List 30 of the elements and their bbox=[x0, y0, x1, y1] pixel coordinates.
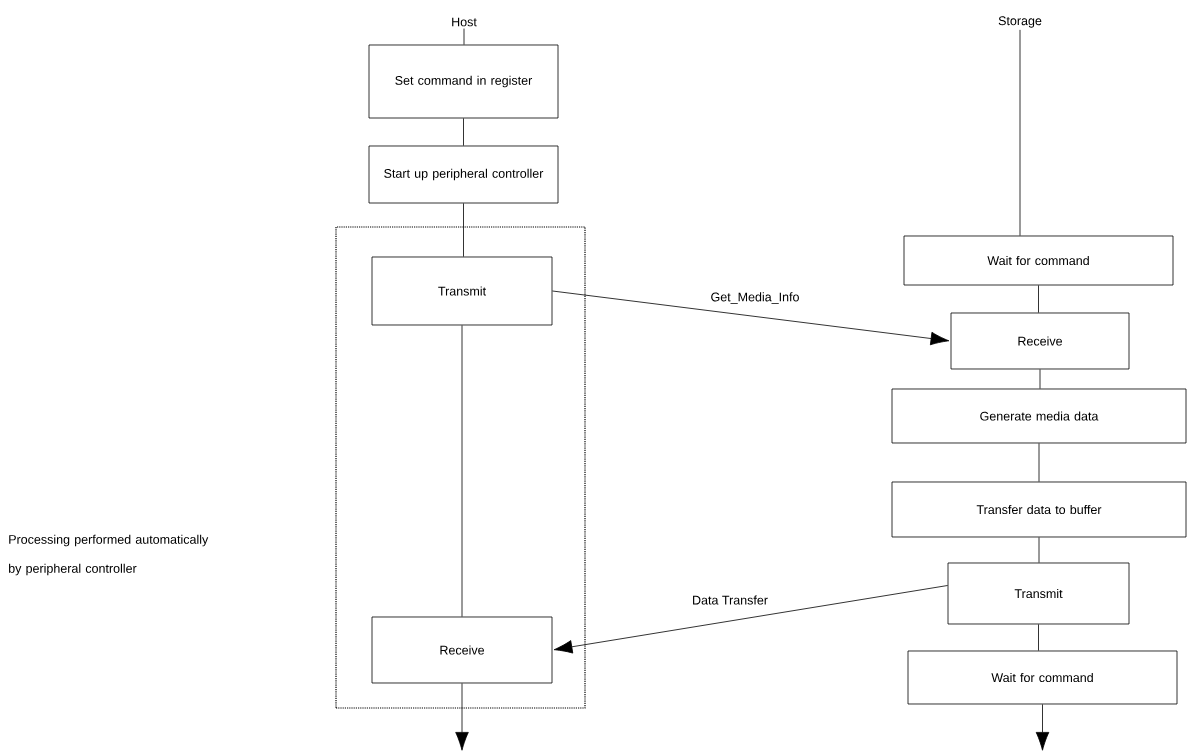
process-box: Set command in register bbox=[368, 44, 559, 119]
connector-line bbox=[1038, 443, 1040, 482]
connector-line bbox=[1019, 29, 1021, 236]
connector-line bbox=[461, 325, 463, 617]
edge-label: Data Transfer bbox=[691, 594, 769, 606]
connector-line bbox=[1038, 285, 1039, 313]
process-box: Transfer data to buffer bbox=[891, 481, 1187, 538]
edge-label: Get_Media_Info bbox=[709, 291, 801, 305]
process-box: Wait for command bbox=[907, 650, 1178, 705]
connector-line bbox=[463, 28, 465, 45]
lane-label: Host bbox=[452, 17, 477, 27]
connector-line bbox=[463, 203, 464, 257]
connector-line bbox=[1038, 624, 1039, 651]
arrow bbox=[455, 683, 469, 751]
connector-line bbox=[463, 118, 464, 146]
dotted-region bbox=[335, 226, 586, 709]
note-text: Processing performed automatically by peripheral controller bbox=[9, 534, 209, 576]
process-box: Transmit bbox=[947, 562, 1130, 625]
process-box: Generate media data bbox=[891, 388, 1187, 444]
arrow bbox=[552, 290, 950, 346]
process-box: Transmit bbox=[371, 256, 553, 326]
connector-line bbox=[1039, 369, 1041, 389]
process-box: Receive bbox=[371, 616, 553, 684]
arrow bbox=[1035, 704, 1050, 751]
lane-label: Storage bbox=[998, 16, 1042, 28]
process-box: Receive bbox=[950, 312, 1130, 370]
process-box: Start up peripheral controller bbox=[368, 145, 559, 204]
arrow bbox=[553, 585, 948, 654]
connector-line bbox=[1038, 537, 1040, 563]
process-box: Wait for command bbox=[903, 235, 1174, 286]
